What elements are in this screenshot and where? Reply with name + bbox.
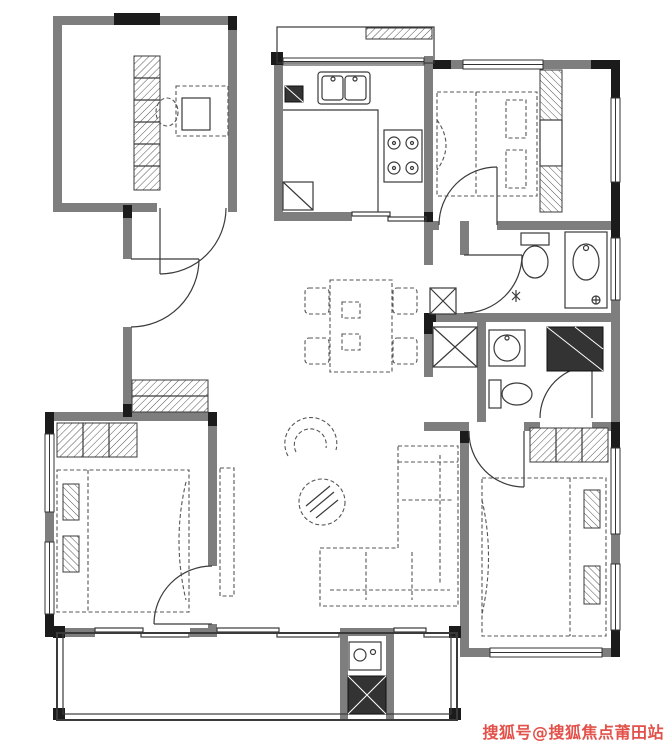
door-swing-icon <box>468 430 525 488</box>
pillow-icon <box>505 99 527 139</box>
balcony <box>56 632 458 721</box>
window-icon <box>462 59 544 70</box>
shower-icon <box>546 326 604 372</box>
chair-icon <box>392 287 418 315</box>
counter <box>283 109 379 212</box>
dining-area <box>304 279 418 373</box>
tray-icon <box>341 301 361 319</box>
window-icon <box>282 57 425 66</box>
appliance-icon <box>284 85 304 103</box>
shoe-cabinet-icon <box>131 379 209 413</box>
room-kitchen <box>282 71 423 212</box>
armchair-icon <box>284 417 338 457</box>
walls-structure <box>45 16 620 720</box>
wardrobe-icon <box>529 427 609 463</box>
fridge-icon <box>282 181 314 211</box>
windows <box>44 57 621 658</box>
washbasin-icon <box>488 329 526 367</box>
tray-icon <box>341 333 361 351</box>
laundry-sink-icon <box>348 641 382 671</box>
room-kitchen-balcony <box>276 26 435 64</box>
entry-hall <box>131 379 209 413</box>
watermark-text: 搜狐号@搜狐焦点莆田站 <box>482 723 664 742</box>
window-icon <box>610 97 621 183</box>
entry-door-swing-icon <box>130 258 200 328</box>
wardrobe-icon <box>56 422 138 458</box>
cabinet-x-icon <box>429 287 457 315</box>
desk-icon <box>175 85 229 137</box>
window-icon <box>489 647 603 658</box>
utility-closet <box>347 641 387 715</box>
toilet-icon <box>488 379 533 409</box>
door-swing-icon <box>463 254 523 314</box>
room-study <box>133 55 229 191</box>
floor-drain-icon <box>591 295 601 305</box>
stove-icon <box>383 129 423 183</box>
room-bedroom-master <box>481 427 609 637</box>
room-bedroom-north <box>436 69 563 213</box>
sink-icon <box>317 71 371 105</box>
chair-icon <box>155 97 179 127</box>
sliding-door-icon <box>351 211 427 222</box>
railing <box>62 632 452 715</box>
bed-icon <box>436 91 538 197</box>
door-swing-icon <box>153 565 213 625</box>
shower-icon <box>511 290 521 302</box>
window-icon <box>610 237 621 301</box>
living-room <box>219 417 459 607</box>
window-icon <box>610 563 621 631</box>
pillow-icon <box>62 535 80 573</box>
room-bedroom-west <box>56 422 190 613</box>
tv-cabinet-icon <box>219 467 235 597</box>
toilet-icon <box>520 232 550 279</box>
railing <box>276 26 435 64</box>
pillow-icon <box>62 483 80 521</box>
railing <box>56 632 458 721</box>
pillow-icon <box>505 149 527 189</box>
chair-icon <box>392 337 418 365</box>
room-bathroom-2 <box>432 326 604 409</box>
vanity-sink-icon <box>564 231 608 309</box>
sofa-icon <box>319 445 459 607</box>
dining-table-icon <box>329 279 393 373</box>
bookshelf-icon <box>133 55 161 191</box>
chair-icon <box>304 337 330 365</box>
pillow-icon <box>583 489 601 529</box>
hatched-ledge <box>365 27 433 40</box>
wardrobe-icon <box>539 69 563 213</box>
window-icon <box>610 447 621 535</box>
door-swing-icon <box>539 365 593 419</box>
bed-icon <box>481 477 607 637</box>
window-icon <box>44 433 55 513</box>
washing-machine-icon <box>347 675 387 715</box>
pillow-icon <box>583 565 601 605</box>
doors <box>94 166 593 638</box>
coffee-table-icon <box>298 478 346 526</box>
room-bathroom-1 <box>429 231 608 315</box>
cabinet-x-icon <box>432 326 478 368</box>
door-swing-icon <box>159 207 227 275</box>
chair-icon <box>304 287 330 315</box>
window-icon <box>44 541 55 615</box>
bed-icon <box>56 469 190 613</box>
